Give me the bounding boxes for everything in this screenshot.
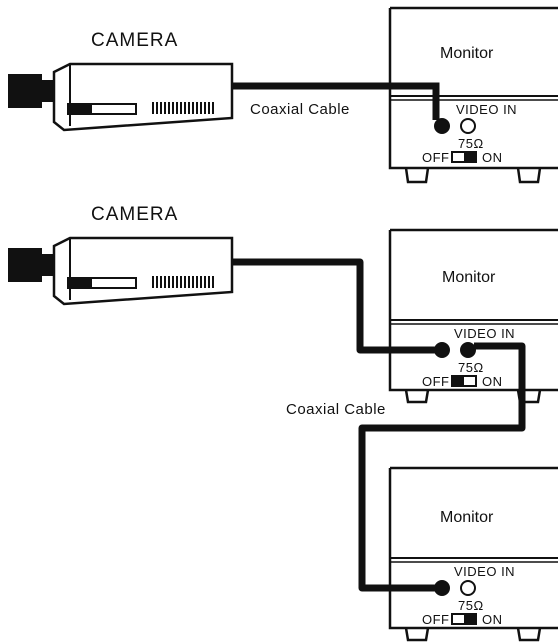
- camera-lens: [8, 74, 42, 108]
- camera-2: [8, 236, 234, 306]
- monitor-foot: [516, 627, 542, 642]
- switch-on-label: ON: [482, 374, 503, 389]
- video-in-jack-2a: [434, 342, 450, 358]
- video-in-label: VIDEO IN: [454, 564, 515, 579]
- camera-vent-icon: [152, 276, 214, 288]
- termination-75-label: 75Ω: [458, 598, 484, 613]
- camera-lens-ring: [42, 254, 54, 276]
- termination-75-label: 75Ω: [458, 360, 484, 375]
- switch-off-label: OFF: [422, 612, 450, 627]
- monitor-foot: [404, 167, 430, 184]
- monitor-foot: [404, 389, 430, 404]
- camera-body: [52, 62, 234, 132]
- switch-on-label: ON: [482, 612, 503, 627]
- camera-vent-icon: [152, 102, 214, 114]
- switch-off-label: OFF: [422, 374, 450, 389]
- monitor-title: Monitor: [442, 269, 496, 286]
- video-in-jack-1: [434, 118, 450, 134]
- termination-75-label: 75Ω: [458, 136, 484, 151]
- diagram-single-monitor: CAMERA Monitor: [8, 6, 558, 184]
- camera-1: [8, 62, 234, 132]
- monitor-title: Monitor: [440, 45, 494, 62]
- camera-label: CAMERA: [91, 30, 178, 51]
- monitor-2a: Monitor VIDEO IN 75Ω OFF ON: [388, 228, 558, 404]
- video-out-jack-2b: [460, 580, 476, 596]
- video-out-jack-1: [460, 118, 476, 134]
- camera-body: [52, 236, 234, 306]
- coaxial-cable-3: [358, 342, 526, 592]
- camera-label: CAMERA: [91, 204, 178, 225]
- video-in-label: VIDEO IN: [456, 102, 517, 117]
- switch-off-label: OFF: [422, 150, 450, 165]
- monitor-2b: Monitor VIDEO IN 75Ω OFF ON: [388, 466, 558, 642]
- cable-label: Coaxial Cable: [250, 101, 350, 118]
- coaxial-cable-1: [232, 82, 440, 120]
- diagram-chained-monitors: CAMERA Monitor: [8, 204, 558, 642]
- video-in-label: VIDEO IN: [454, 326, 515, 341]
- switch-on-label: ON: [482, 150, 503, 165]
- monitor-1: Monitor VIDEO IN 75Ω OFF ON: [388, 6, 558, 184]
- monitor-foot: [516, 167, 542, 184]
- video-in-jack-2b: [434, 580, 450, 596]
- camera-lens: [8, 248, 42, 282]
- video-out-jack-2a: [460, 342, 476, 358]
- coaxial-cable-2: [232, 258, 436, 354]
- monitor-title: Monitor: [440, 509, 494, 526]
- monitor-foot: [404, 627, 430, 642]
- cable-label: Coaxial Cable: [286, 401, 386, 418]
- camera-lens-ring: [42, 80, 54, 102]
